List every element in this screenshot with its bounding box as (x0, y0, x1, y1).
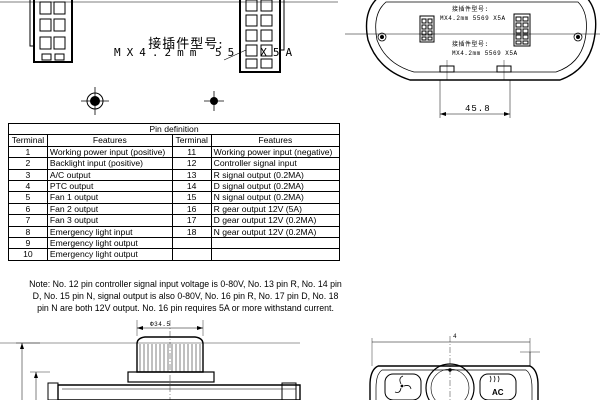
terminal-cell: 3 (8, 168, 48, 182)
header-terminal-2: Terminal (171, 134, 212, 147)
feature-cell: Controller signal input (210, 157, 341, 170)
terminal-cell: 11 (171, 145, 212, 159)
connector-left (29, 0, 73, 63)
terminal-cell: 10 (8, 248, 48, 261)
header-features-1: Features (46, 134, 173, 147)
feature-cell: D gear output 12V (0.2MA) (210, 214, 341, 227)
table-row: 5 Fan 1 output 15 N signal output (0.2MA… (8, 191, 341, 204)
terminal-cell: 8 (8, 225, 48, 239)
terminal-cell: 12 (171, 157, 212, 170)
feature-cell: N signal output (0.2MA) (210, 191, 341, 204)
feature-cell: N gear output 12V (0.2MA) (210, 225, 341, 239)
feature-cell: Working power input (positive) (46, 145, 173, 159)
table-row: 3 A/C output 13 R signal output (0.2MA) (8, 168, 341, 182)
feature-cell: Emergency light input (46, 225, 173, 239)
terminal-cell: 2 (8, 157, 48, 170)
terminal-cell: 14 (171, 180, 212, 193)
connector-model-prefix: MX4.2mm 55 (114, 46, 241, 59)
feature-cell: D signal output (0.2MA) (210, 180, 341, 193)
feature-cell: Fan 3 output (46, 214, 173, 227)
header-terminal-1: Terminal (8, 134, 48, 147)
terminal-cell: 13 (171, 168, 212, 182)
dimension-knob-label: Φ34.5 (150, 321, 171, 328)
note-line-2: D, No. 15 pin N, signal output is also 0… (32, 290, 339, 301)
terminal-cell: 5 (8, 191, 48, 204)
terminal-cell: 1 (8, 145, 48, 159)
connector-model-value: MX4.2mm 55 X5A (114, 46, 324, 59)
outline-connector-model-2: MX4.2mm 5569 X5A (452, 50, 518, 57)
table-row: 7 Fan 3 output 17 D gear output 12V (0.2… (8, 214, 341, 227)
terminal-cell: 17 (171, 214, 212, 227)
connector-model-label: 接插件型号: (148, 37, 224, 52)
terminal-cell: 15 (171, 191, 212, 204)
feature-cell: Fan 1 output (46, 191, 173, 204)
terminal-cell: 9 (8, 237, 48, 250)
note-line-1: Note: No. 12 pin controller signal input… (29, 279, 342, 289)
outline-connector-label-2: 接插件型号: (452, 40, 489, 48)
table-header-row: Terminal Features Terminal Features (8, 134, 341, 147)
feature-cell: Emergency light output (46, 237, 173, 250)
front-view (369, 336, 540, 400)
feature-cell: R gear output 12V (5A) (210, 202, 341, 216)
fan-icon (394, 375, 412, 393)
pin-definition-table: Pin definition Terminal Features Termina… (8, 122, 341, 261)
outline-connector-label: 接插件型号: (452, 5, 489, 13)
table-row: 6 Fan 2 output 16 R gear output 12V (5A) (8, 202, 341, 216)
feature-cell (210, 248, 341, 261)
header-features-2: Features (210, 134, 341, 147)
crosshair-symbol-right (204, 91, 224, 111)
dimension-top-label: 4 (453, 333, 457, 340)
connector-model-suffix: X5A (260, 46, 299, 59)
ac-label: AC (492, 388, 504, 397)
table-title: Pin definition (8, 122, 340, 136)
terminal-cell (171, 248, 212, 261)
housing-back-view (345, 0, 600, 118)
connector-right (239, 0, 285, 73)
note-line-3: pin N are both 12V output. No. 16 pin re… (37, 302, 334, 313)
feature-cell: Emergency light output (46, 248, 173, 261)
feature-cell: Backlight input (positive) (46, 157, 173, 170)
terminal-cell: 4 (8, 180, 48, 193)
table-row: 10 Emergency light output (8, 248, 341, 261)
feature-cell: Fan 2 output (46, 202, 173, 216)
feature-cell (210, 237, 341, 250)
heat-icon (489, 375, 500, 383)
table-row: 2 Backlight input (positive) 12 Controll… (8, 157, 341, 170)
outline-connector-model: MX4.2mm 5569 X5A (440, 15, 506, 22)
pin-note: Note: No. 12 pin controller signal input… (8, 279, 363, 314)
terminal-cell: 16 (171, 202, 212, 216)
table-row: 4 PTC output 14 D signal output (0.2MA) (8, 180, 341, 193)
side-view (0, 320, 301, 400)
feature-cell: R signal output (0.2MA) (210, 168, 341, 182)
table-row: 1 Working power input (positive) 11 Work… (8, 145, 341, 159)
feature-cell: A/C output (46, 168, 173, 182)
table-row: 8 Emergency light input 18 N gear output… (8, 225, 341, 239)
crosshair-symbol-left (81, 87, 109, 115)
terminal-cell (171, 237, 212, 250)
feature-cell: Working power input (negative) (210, 145, 341, 159)
terminal-cell: 18 (171, 225, 212, 239)
table-row: 9 Emergency light output (8, 237, 341, 250)
terminal-cell: 7 (8, 214, 48, 227)
dimension-width-label: 45.8 (465, 104, 491, 114)
terminal-cell: 6 (8, 202, 48, 216)
feature-cell: PTC output (46, 180, 173, 193)
